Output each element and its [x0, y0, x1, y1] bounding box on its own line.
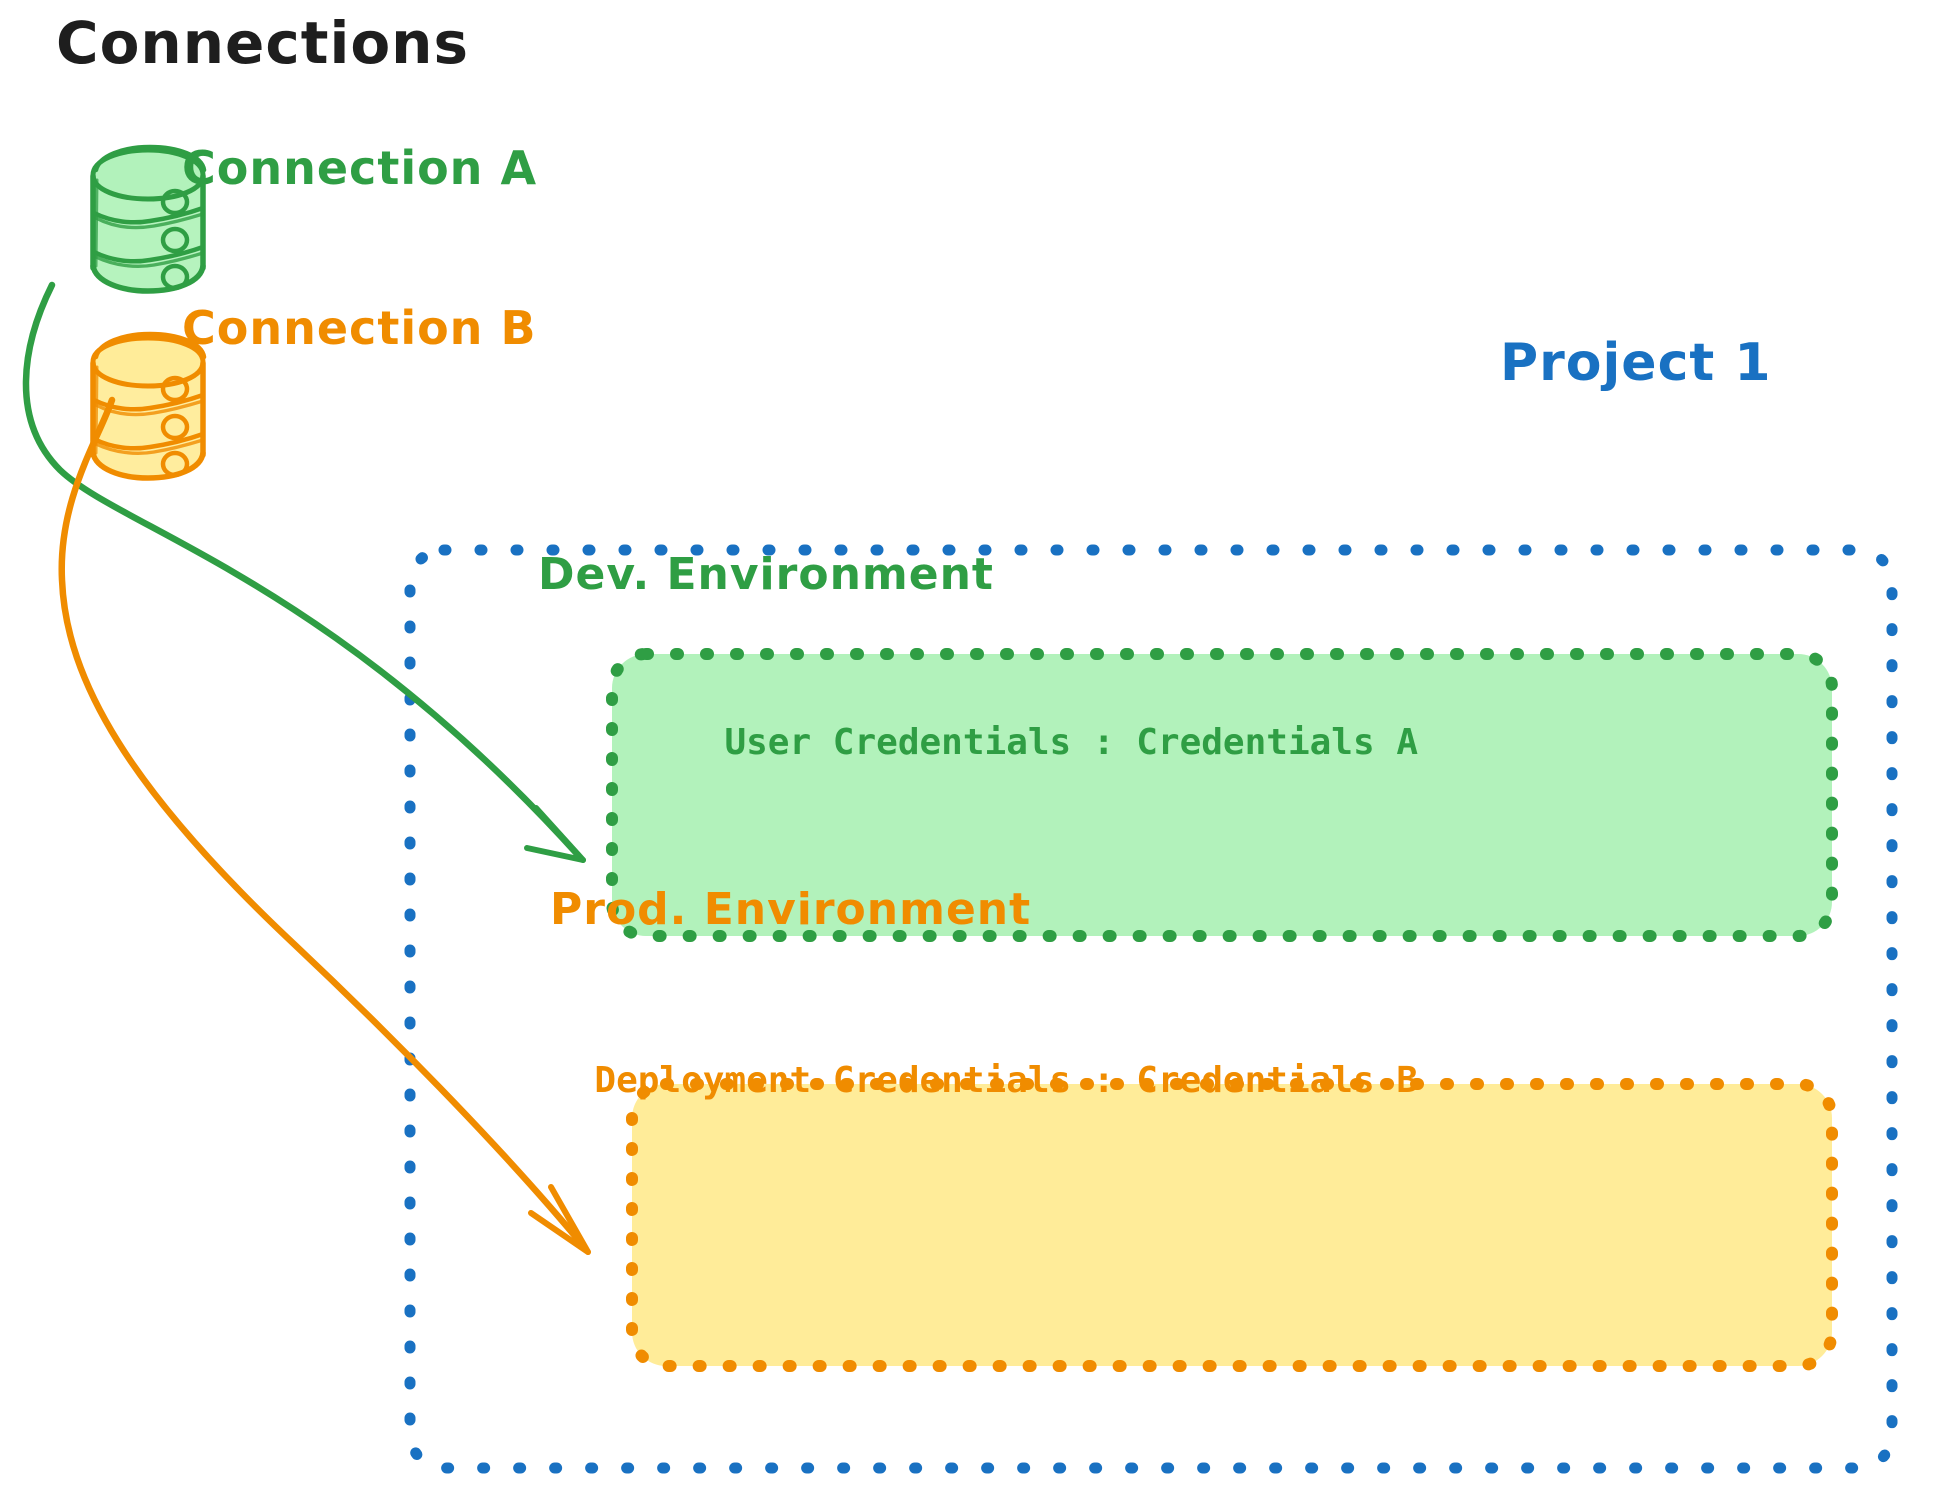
prod-environment-box — [626, 1078, 1838, 1372]
dev-environment-title: Dev. Environment — [538, 549, 994, 600]
connection-a-database-icon[interactable] — [86, 148, 208, 296]
page-title: Connections — [56, 9, 469, 77]
dev-environment-box[interactable] — [608, 650, 1836, 940]
database-cylinder-icon-a — [90, 144, 207, 294]
arrow-connection-b-to-prod-environment — [58, 396, 591, 1255]
prod-environment-credentials: Deployment Credentials : Credentials B — [594, 1060, 1418, 1101]
connection-b-label: Connection B — [182, 301, 537, 355]
dev-environment-credentials: User Credentials : Credentials A — [724, 722, 1418, 763]
prod-environment-title: Prod. Environment — [550, 884, 1032, 935]
database-cylinder-icon-b — [90, 331, 207, 481]
prod-environment-box[interactable] — [628, 1080, 1836, 1370]
arrow-connection-a-to-dev-environment — [22, 281, 586, 863]
connection-a-label: Connection A — [182, 141, 538, 195]
dev-environment-box — [606, 648, 1838, 942]
connection-b-database-icon[interactable] — [86, 336, 208, 484]
project-title: Project 1 — [1500, 333, 1772, 393]
